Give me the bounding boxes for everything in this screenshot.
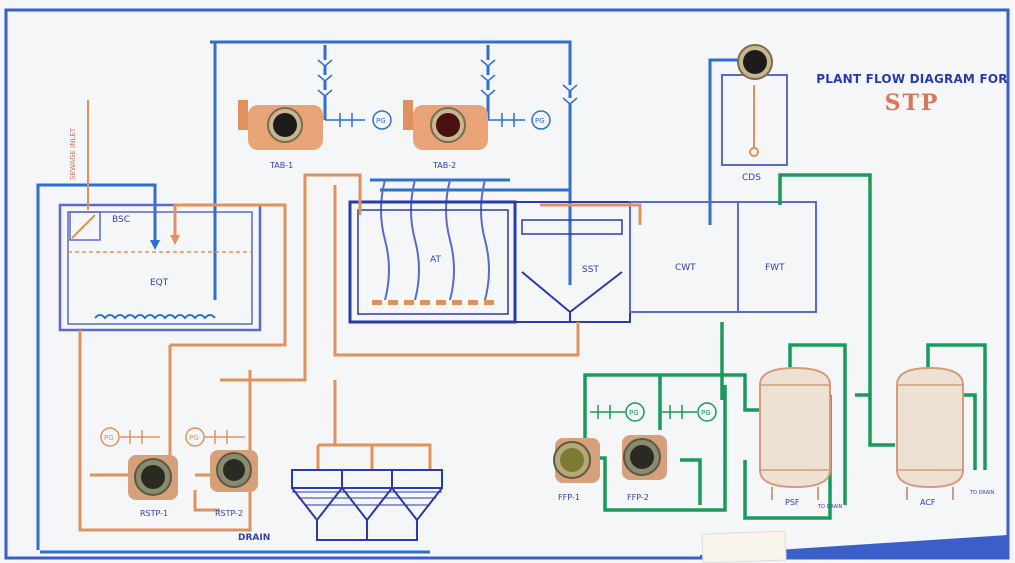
- fwt-label: FWT: [765, 263, 785, 273]
- pg-label-tab1: PG: [376, 117, 386, 125]
- rstp1-label: RSTP-1: [140, 509, 168, 518]
- tab2-label: TAB-2: [432, 161, 456, 170]
- drain-label: DRAIN: [238, 533, 271, 543]
- ffp1-label: FFP-1: [558, 493, 580, 502]
- acf-label: ACF: [920, 498, 936, 507]
- cds-dial: [737, 44, 773, 80]
- tab2-blower: [403, 100, 488, 150]
- paper-tag: [701, 530, 787, 563]
- pg-label-rstp2: PG: [189, 434, 199, 442]
- tab1-blower: [238, 100, 323, 150]
- psf-to-drain-label: TO DRAIN: [817, 504, 843, 510]
- sst-label: SST: [582, 265, 599, 275]
- ffp1-pump: [553, 438, 600, 483]
- sst-tank: [514, 201, 631, 323]
- cwt-tank: [629, 201, 739, 313]
- sludge-arrow-eqt: [170, 235, 180, 245]
- pg-label-ffp2: PG: [701, 409, 711, 417]
- at-label: AT: [430, 255, 441, 265]
- ffp2-label: FFP-2: [627, 493, 649, 502]
- rstp2-pump: [210, 450, 258, 492]
- rstp1-pump: [128, 455, 178, 500]
- eqt-inlet-arrow: [150, 240, 160, 250]
- ffp-valves: [590, 402, 717, 422]
- sewage-inlet-label: SEWAGE INLET: [69, 127, 77, 180]
- pg-label-ffp1: PG: [629, 409, 639, 417]
- cds-tank: [721, 74, 788, 166]
- air-to-cds: [708, 58, 760, 225]
- tab1-label: TAB-1: [269, 161, 293, 170]
- sludge-drying-beds: [291, 469, 443, 541]
- pg-label-tab2: PG: [535, 117, 545, 125]
- psf-label: PSF: [785, 498, 800, 507]
- eqt-label: EQT: [150, 278, 169, 288]
- cds-label: CDS: [742, 173, 761, 183]
- eqt-tank: [58, 203, 262, 332]
- rstp2-label: RSTP-2: [215, 509, 243, 518]
- pg-label-rstp1: PG: [104, 434, 114, 442]
- title-block: PLANT FLOW DIAGRAM FOR STP: [812, 72, 1012, 116]
- diagram-title: PLANT FLOW DIAGRAM FOR: [816, 72, 1008, 86]
- acf-to-drain-label: TO DRAIN: [969, 490, 995, 496]
- rstp-valves: [100, 427, 245, 447]
- tab-valves: [317, 59, 578, 130]
- panel-frame: [4, 8, 1010, 560]
- ffp2-pump: [622, 435, 667, 480]
- psf-vessel: [759, 366, 831, 500]
- diagram-subtitle: STP: [884, 90, 940, 116]
- fwt-tank: [737, 201, 817, 313]
- at-diffusers: [380, 179, 490, 301]
- cwt-label: CWT: [675, 263, 696, 273]
- acf-vessel: [896, 366, 964, 500]
- sludge-lines: [78, 173, 642, 532]
- air-to-eqt: [36, 183, 157, 550]
- bsc-label: BSC: [112, 215, 130, 225]
